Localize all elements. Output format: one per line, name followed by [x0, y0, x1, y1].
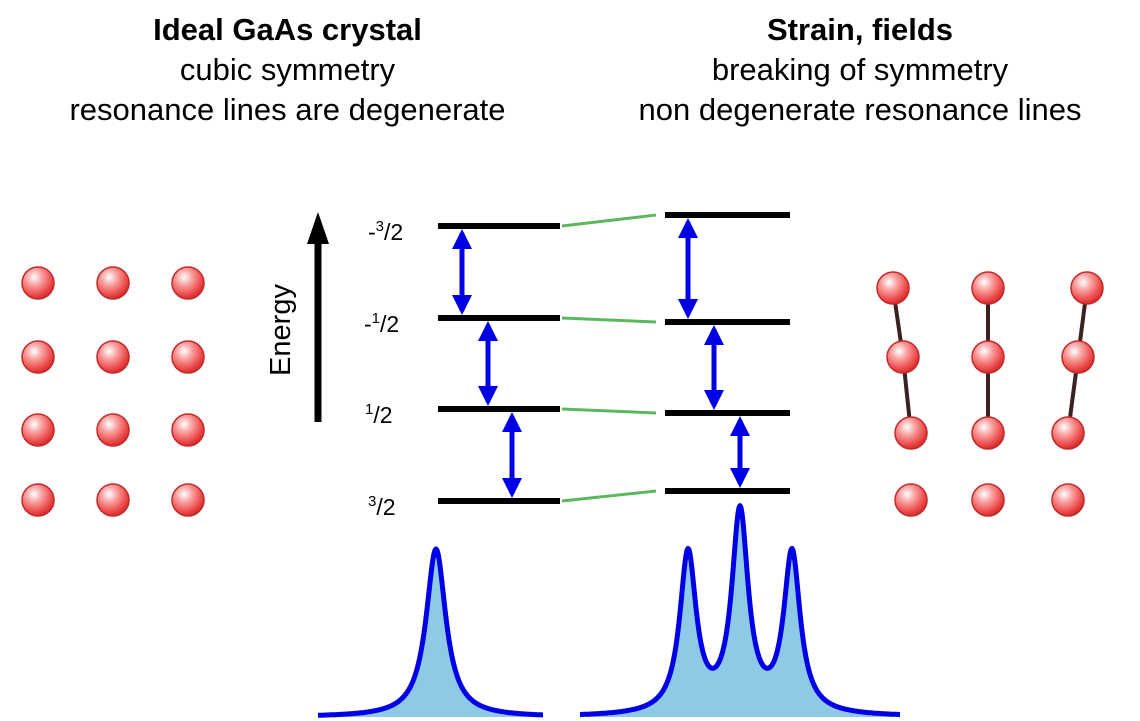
ideal-crystal-header: Ideal GaAs crystal cubic symmetry resona… — [0, 10, 575, 130]
atom — [1061, 340, 1095, 374]
atom — [21, 483, 55, 517]
atom — [21, 266, 55, 300]
atom — [1070, 271, 1104, 305]
degenerate-resonance-spectrum-fill — [318, 549, 543, 717]
degenerate-resonance-spectrum-curve — [316, 546, 545, 718]
spin-level-label: 1/2 — [365, 401, 393, 428]
split-resonance-spectrum-fill — [580, 505, 900, 717]
strained-crystal-lattice — [876, 271, 1104, 517]
strained-crystal-symmetry: breaking of symmetry — [711, 52, 1009, 87]
resonance-spectra — [316, 503, 902, 718]
ideal-crystal-symmetry: cubic symmetry — [179, 52, 396, 87]
atom — [171, 413, 205, 447]
level-connector — [561, 316, 657, 324]
atom — [171, 483, 205, 517]
atom — [96, 413, 130, 447]
atom — [96, 340, 130, 374]
level-connector — [561, 407, 657, 415]
atom — [876, 271, 910, 305]
atom — [96, 266, 130, 300]
atom — [886, 340, 920, 374]
split-resonance-spectrum-curve — [578, 503, 902, 717]
atom — [894, 416, 928, 450]
energy-axis: Energy — [265, 212, 329, 422]
atom — [171, 340, 205, 374]
energy-axis-arrowhead — [307, 212, 329, 244]
atom — [171, 266, 205, 300]
spin-level-label: -3/2 — [368, 218, 403, 245]
energy-axis-label: Energy — [265, 284, 297, 376]
atom — [21, 413, 55, 447]
ideal-crystal-lattice — [21, 266, 205, 517]
atom — [894, 483, 928, 517]
level-connector — [561, 213, 657, 228]
atom — [1051, 416, 1085, 450]
transition-arrows — [452, 218, 750, 498]
atom — [971, 416, 1005, 450]
ideal-crystal-title: Ideal GaAs crystal — [153, 12, 422, 47]
strained-crystal-header: Strain, fields breaking of symmetry non … — [580, 10, 1140, 130]
strained-crystal-resonance: non degenerate resonance lines — [638, 92, 1082, 127]
atom — [1051, 483, 1085, 517]
atom — [971, 340, 1005, 374]
atom — [971, 271, 1005, 305]
atom — [21, 340, 55, 374]
ideal-crystal-resonance: resonance lines are degenerate — [69, 92, 506, 127]
level-labels: -3/2 -1/2 1/2 3/2 — [364, 218, 403, 520]
spin-level-label: 3/2 — [368, 493, 396, 520]
strained-crystal-title: Strain, fields — [766, 12, 954, 47]
energy-levels — [438, 212, 790, 504]
atom — [971, 483, 1005, 517]
atom — [96, 483, 130, 517]
spin-level-label: -1/2 — [364, 310, 399, 337]
level-connector — [561, 489, 657, 503]
